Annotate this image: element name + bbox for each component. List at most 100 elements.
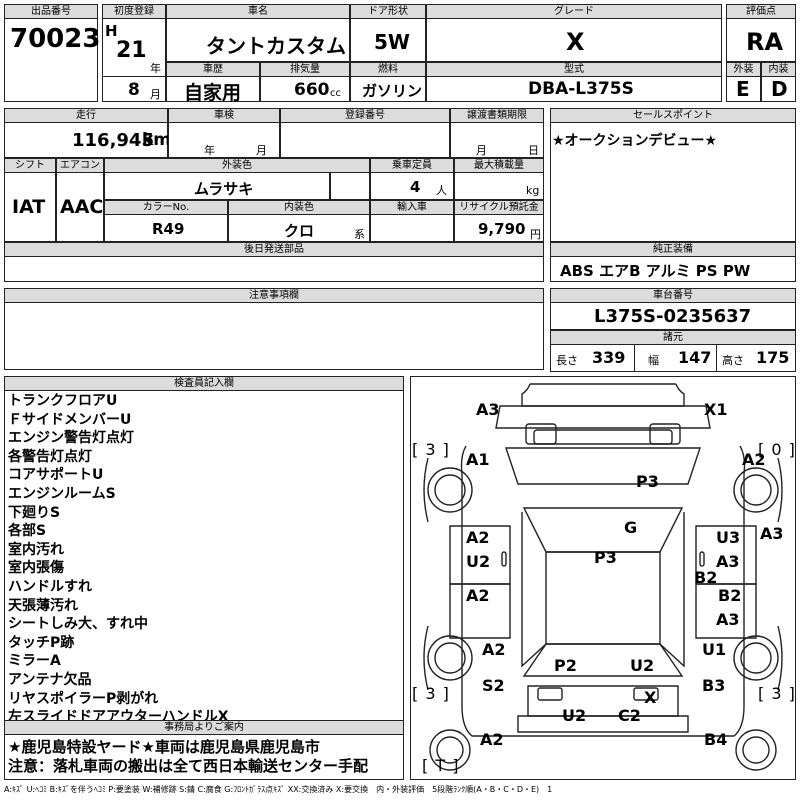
equip-label: 純正装備 [550,242,796,257]
model-cell [426,76,722,102]
capacity-unit: 人 [436,184,447,197]
history-label: 車歴 [166,62,260,77]
equip-cell [550,256,796,282]
year-unit: 年 [150,62,161,75]
damage-mark: A2 [466,586,490,605]
notes-cell [4,302,544,370]
ac-label: エアコン [56,158,104,173]
int-cell [761,76,796,102]
color-label: 外装色 [104,158,370,173]
equip-value: ABS エアB アルミ PS PW [560,262,751,280]
inspector-note: エンジンルームS [8,485,116,502]
ext-label: 外装 [726,62,761,77]
shift-value: IAT [12,196,46,218]
inspector-note: エンジン警告灯点灯 [8,430,134,447]
office-line: 注意：落札車両の搬出は全て西日本輸送センター手配 [8,757,369,775]
load-unit: kg [526,184,540,197]
capacity-value: 4 [410,178,421,196]
reg-year: 21 [116,38,147,63]
shift-cell [4,172,56,242]
int-value: D [771,77,788,101]
inspection-cell [168,122,280,158]
damage-mark: C2 [618,706,641,725]
damage-mark: B3 [702,676,726,695]
damage-mark: P2 [554,656,577,675]
disp-cell [260,76,350,102]
grade-value: X [566,28,585,56]
trans-day-unit: 日 [528,144,539,157]
car-name: タントカスタム [206,34,346,58]
intcolor-unit: 系 [354,228,365,241]
damage-mark: P3 [594,548,617,567]
capacity-label: 乗車定員 [370,158,454,173]
inspector-note: ハンドルすれ [8,578,92,595]
office-notice: ★鹿児島特設ヤード★車両は鹿児島県鹿児島市 注意：落札車両の搬出は全て西日本輸送… [8,738,368,776]
inspector-label: 検査員記入欄 [4,376,404,391]
glass-rating: [ 3 ] [412,440,450,459]
later-cell [4,256,544,282]
month-unit: 月 [150,88,161,101]
sales-value: ★オークションデビュー★ [552,133,718,149]
damage-mark: A3 [716,552,740,571]
insp-year-unit: 年 [204,144,215,157]
recycle-value: 9,790 [478,220,526,238]
regno-cell [280,122,450,158]
score-value: RA [746,28,784,56]
grade-label: グレード [426,4,722,19]
model-value: DBA-L375S [528,79,634,99]
import-cell [370,214,454,242]
shift-label: シフト [4,158,56,173]
damage-mark: A3 [716,610,740,629]
chassis-cell [550,302,796,330]
inspector-note: トランクフロアU [8,393,118,409]
inspector-note: 各部S [8,523,47,540]
transfer-label: 譲渡書類期限 [450,108,544,123]
legend: A:ｷｽﾞ U:ﾍｺﾐ B:ｷｽﾞを伴うﾍｺﾐ P:要塗装 W:補修跡 S:錆 … [4,785,553,794]
damage-mark: A3 [760,524,784,543]
office-label: 事務局よりご案内 [4,720,404,735]
wid-label: 幅 [648,354,659,367]
inspector-note: ミラーA [8,653,61,670]
fuel-value: ガソリン [362,82,423,100]
damage-mark: B2 [718,586,742,605]
damage-mark: B4 [704,730,728,749]
hei-value: 175 [756,348,790,367]
inspector-note: アンテナ欠品 [8,671,92,688]
damage-mark: A2 [482,640,506,659]
recycle-unit: 円 [530,228,541,241]
model-label: 型式 [426,62,722,77]
insp-month-unit: 月 [256,144,267,157]
inspector-note: コアサポートU [8,467,104,484]
damage-mark: A2 [480,730,504,749]
recycle-cell [454,214,544,242]
lot-label: 出品番号 [4,4,98,19]
color-extra-cell [330,172,370,200]
chassis-label: 車台番号 [550,288,796,303]
ac-value: AAC [60,196,104,218]
len-label: 長さ [556,354,578,367]
mileage-label: 走行 [4,108,168,123]
damage-mark: A2 [466,528,490,547]
history-cell [166,76,260,102]
door-value: 5W [374,30,410,54]
inspector-note: 各警告灯点灯 [8,448,92,465]
glass-rating: [ 3 ] [412,684,450,703]
len-value: 339 [592,348,626,367]
reg-month: 8 [128,80,140,100]
damage-mark: A1 [466,450,490,469]
ac-cell [56,172,104,242]
trans-month-unit: 月 [476,144,487,157]
colorno-value: R49 [152,220,185,238]
glass-rating: [ 0 ] [758,440,796,459]
intcolor-label: 内装色 [228,200,370,215]
damage-mark: S2 [482,676,505,695]
color-cell [104,172,330,200]
inspector-note: 下廻りS [8,504,61,521]
import-label: 輸入車 [370,200,454,215]
reg-era: H [105,22,118,40]
mileage-cell [4,122,168,158]
inspector-note: 室内汚れ [8,541,64,558]
damage-mark: X1 [704,400,728,419]
damage-mark: P3 [636,472,659,491]
inspector-note: 室内張傷 [8,560,64,577]
